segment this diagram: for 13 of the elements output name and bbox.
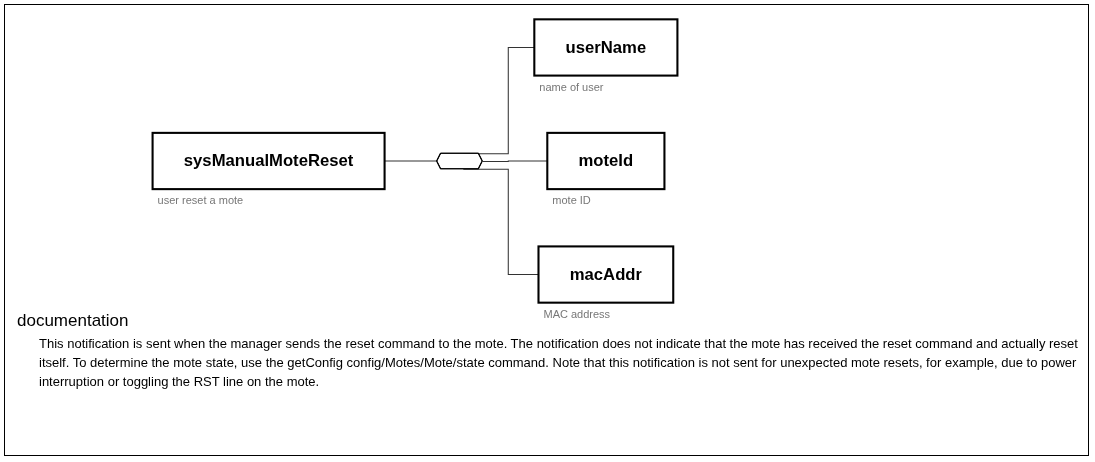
node-box: userName	[533, 18, 679, 77]
section-heading: documentation	[17, 311, 129, 331]
node-box: macAddr	[537, 245, 675, 304]
documentation-text: This notification is sent when the manager sends the reset command to the mote. The notification does not indicate that the mote has received the reset command and actually reset itself. To determine the mote state, use the getConfig config/Motes/Mote/state command. Note that this notification is not sent for unexpected mote resets, for example, due to power interruption or toggling the RST line on the mote.	[39, 335, 1079, 391]
node-box: sysManualMoteReset	[151, 131, 386, 191]
element-description: MAC address	[543, 307, 611, 320]
element-description: name of user	[539, 80, 604, 93]
connector	[384, 160, 438, 163]
connector	[462, 168, 539, 276]
node-box: moteId	[546, 131, 666, 191]
element-description: mote ID	[552, 194, 591, 207]
element-description: user reset a mote	[157, 194, 244, 207]
connector	[482, 160, 548, 163]
